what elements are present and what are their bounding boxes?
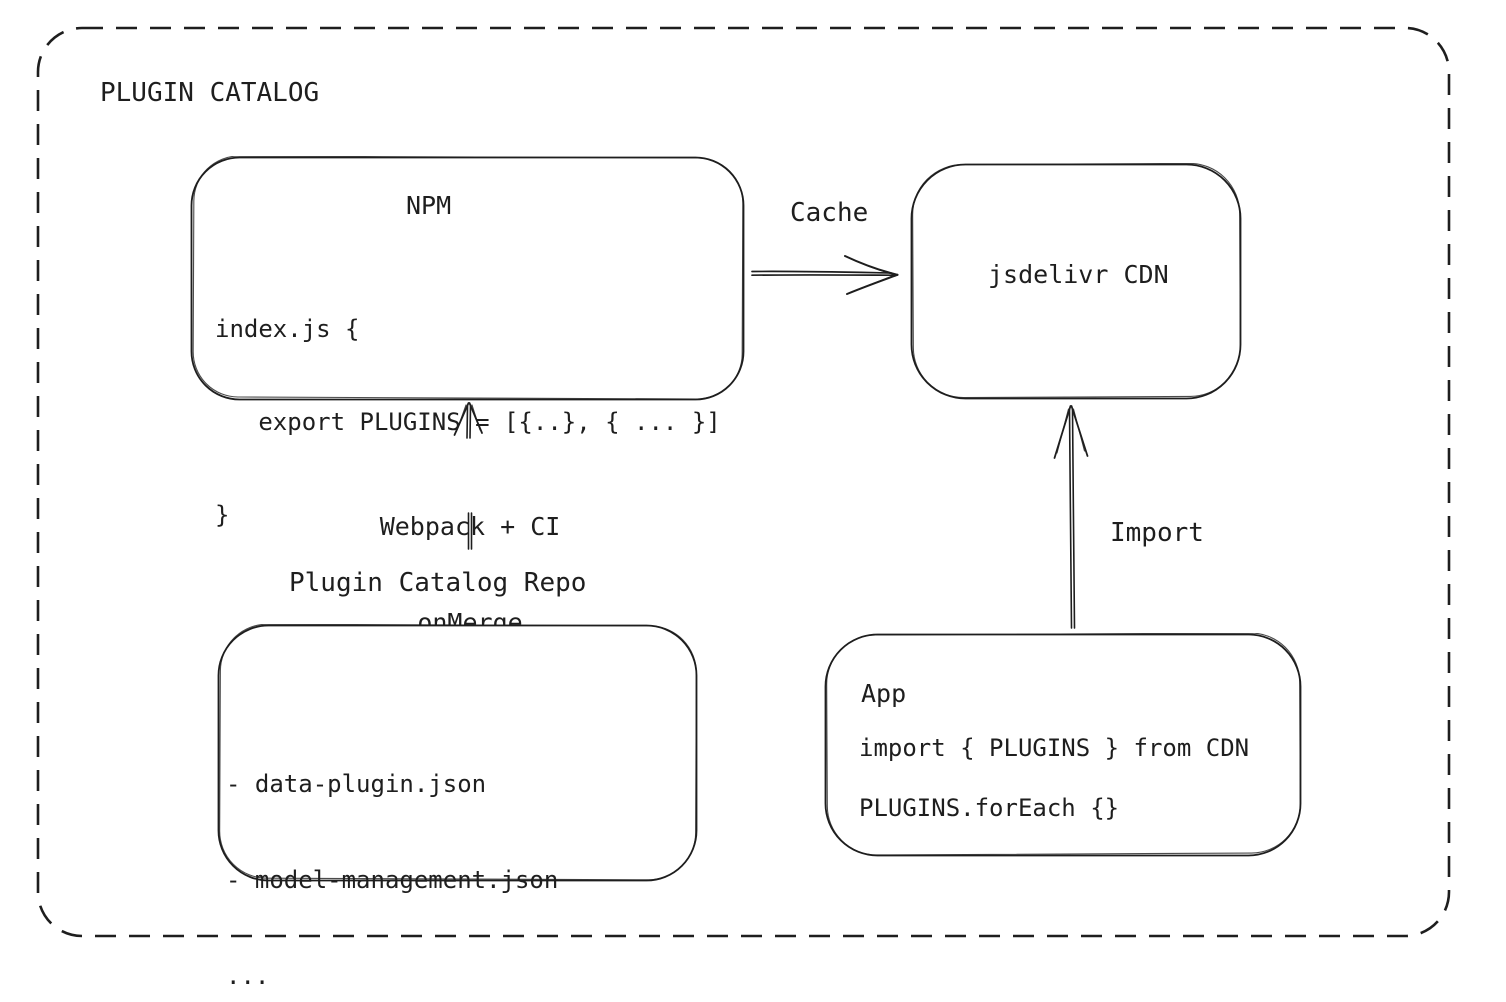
catalog-boundary: [36, 26, 1451, 938]
app-box-outline: [824, 633, 1302, 857]
npm-code-line: index.js {: [215, 315, 360, 343]
cdn-label: jsdelivr CDN: [988, 260, 1169, 289]
repo-file: - model-management.json: [226, 866, 559, 894]
catalog-title: PLUGIN CATALOG: [100, 78, 320, 108]
node-cdn: jsdelivr CDN: [910, 163, 1242, 400]
npm-box-outline: [190, 156, 745, 401]
cache-arrow-label: Cache: [790, 198, 869, 228]
npm-code: index.js { export PLUGINS = [{..}, { ...…: [215, 252, 721, 593]
npm-title: NPM: [406, 191, 452, 220]
app-code-line: import { PLUGINS } from CDN: [859, 734, 1250, 762]
node-npm: NPM index.js { export PLUGINS = [{..}, {…: [190, 156, 745, 529]
import-arrow-label: Import: [1110, 518, 1204, 548]
cache-arrow: [751, 255, 899, 295]
node-app: App import { PLUGINS } from CDN PLUGINS.…: [824, 633, 1302, 857]
import-arrow: [1053, 405, 1089, 629]
app-title: App: [861, 679, 907, 708]
repo-box-outline: [217, 624, 698, 882]
node-repo: - data-plugin.json - model-management.js…: [217, 624, 698, 990]
build-arrow: [453, 402, 483, 550]
repo-file: ...: [226, 962, 270, 990]
npm-code-line: export PLUGINS = [{..}, { ... }]: [215, 408, 721, 436]
cdn-box-outline: [910, 163, 1242, 400]
build-arrow-label-line1: Webpack + CI: [379, 512, 561, 541]
repo-label: Plugin Catalog Repo: [289, 568, 587, 598]
app-code-line: PLUGINS.forEach {}: [859, 794, 1120, 822]
npm-code-line: }: [215, 501, 230, 529]
repo-file: - data-plugin.json: [226, 770, 487, 798]
repo-file-list: - data-plugin.json - model-management.js…: [226, 704, 558, 1002]
